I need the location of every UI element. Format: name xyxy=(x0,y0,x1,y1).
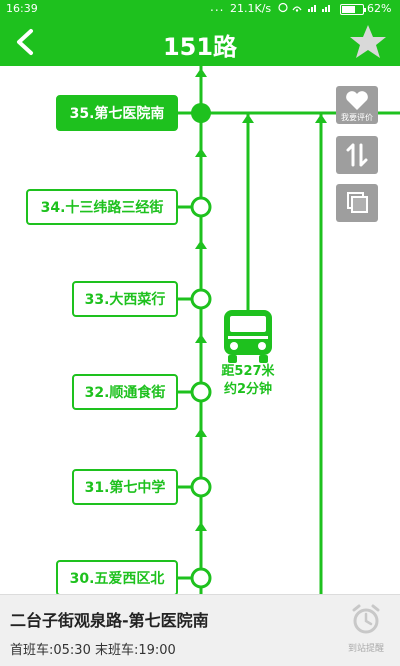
heart-icon xyxy=(346,91,368,110)
signal-icons xyxy=(278,2,336,16)
wifi-signal-icon xyxy=(278,2,330,13)
station-item[interactable]: 33.大西菜行 xyxy=(72,281,178,317)
chevron-left-icon xyxy=(17,29,33,55)
swap-arrows-icon xyxy=(346,143,368,167)
alarm-label: 到站提醒 xyxy=(347,644,384,654)
back-button[interactable] xyxy=(8,24,44,60)
app-header: 151路 xyxy=(0,18,400,66)
route-line-graphic xyxy=(178,66,400,594)
favorite-button[interactable] xyxy=(348,22,388,62)
station-item[interactable]: 34.十三纬路三经街 xyxy=(26,189,178,225)
route-map: 35.第七医院南 34.十三纬路三经街 33.大西菜行 32.顺通食街 31.第… xyxy=(0,66,400,594)
station-item[interactable]: 30.五爱西区北 xyxy=(56,560,178,594)
route-endpoints: 二台子街观泉路-第七医院南 xyxy=(10,611,209,630)
bus-eta: 约2分钟 xyxy=(223,382,273,397)
status-bar: 16:39 ... 21.1K/s 62% xyxy=(0,0,400,18)
battery-level: 62% xyxy=(367,2,392,15)
rate-button-label: 我要评价 xyxy=(341,113,373,122)
battery-icon xyxy=(340,4,366,15)
page-title: 151路 xyxy=(162,33,238,61)
arrival-reminder-button[interactable]: 到站提醒 xyxy=(340,601,392,661)
status-time: 16:39 xyxy=(6,2,38,15)
station-item[interactable]: 31.第七中学 xyxy=(72,469,178,505)
route-schedule: 首班车:05:30 末班车:19:00 xyxy=(10,643,176,658)
rate-button[interactable]: 我要评价 xyxy=(336,86,378,124)
bus-distance: 距527米 xyxy=(221,364,275,379)
station-item[interactable]: 32.顺通食街 xyxy=(72,374,178,410)
bus-arrival-info: 距527米 约2分钟 xyxy=(212,363,284,399)
reverse-direction-button[interactable] xyxy=(336,136,378,174)
layers-icon xyxy=(347,192,368,213)
notification-dots: ... xyxy=(210,0,225,14)
bus-icon xyxy=(224,310,272,363)
network-speed: 21.1K/s xyxy=(230,2,272,15)
station-item[interactable]: 35.第七医院南 xyxy=(56,95,178,131)
layers-button[interactable] xyxy=(336,184,378,222)
route-info-panel: 二台子街观泉路-第七医院南 首班车:05:30 末班车:19:00 到站提醒 xyxy=(0,594,400,666)
star-icon xyxy=(350,25,386,58)
alarm-clock-icon xyxy=(352,604,380,634)
